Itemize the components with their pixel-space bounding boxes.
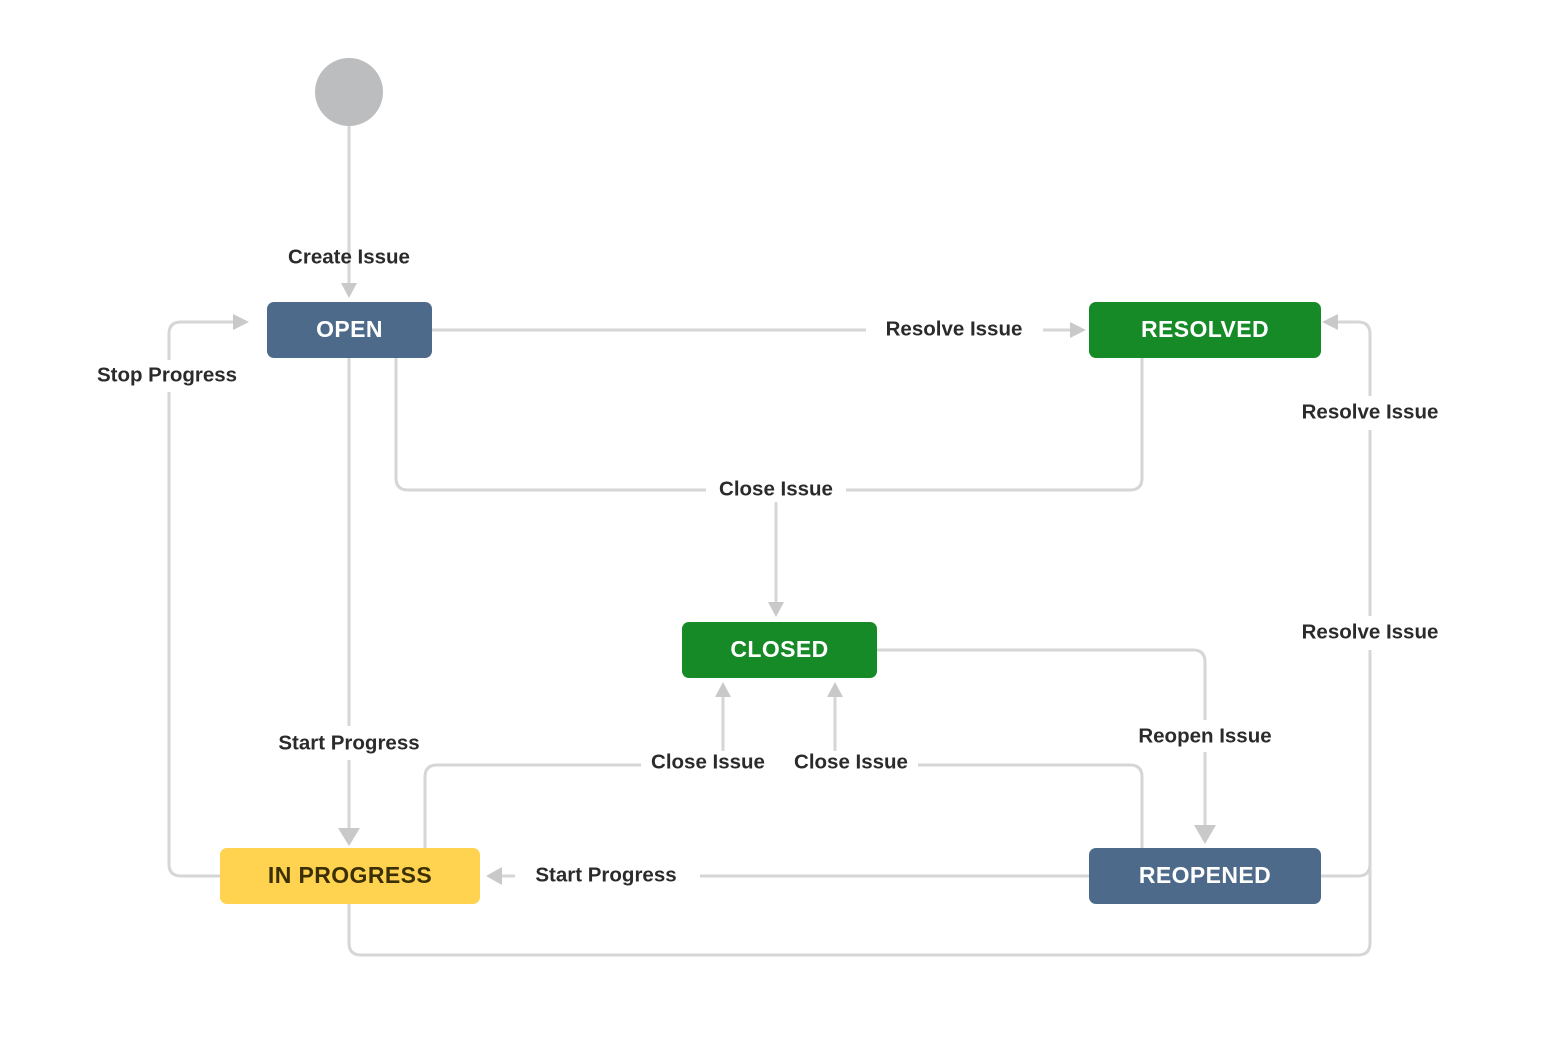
edge-reopen-issue[interactable] [877, 648, 1216, 844]
edge-resolve-issue-reopened[interactable] [1321, 314, 1372, 878]
node-open-rect[interactable] [267, 302, 432, 358]
edge-resolve-issue-open[interactable] [432, 322, 1086, 338]
edge-label-close-issue-open: Close Issue [719, 477, 833, 500]
edge-label-resolve-issue-inprogress: Resolve Issue [1302, 620, 1439, 643]
edge-label-close-issue-inprogress: Close Issue [651, 750, 765, 773]
edge-label-close-issue-reopened: Close Issue [794, 750, 908, 773]
node-closed-rect[interactable] [682, 622, 877, 678]
node-resolved-rect[interactable] [1089, 302, 1321, 358]
node-reopened-rect[interactable] [1089, 848, 1321, 904]
edge-label-layer: Create Issue Resolve Issue Close Issue S… [97, 245, 1438, 886]
edge-label-resolve-issue-open: Resolve Issue [886, 317, 1023, 340]
node-open[interactable]: OPEN [267, 302, 432, 358]
edge-close-issue-open[interactable] [394, 358, 1144, 617]
node-inprogress[interactable]: IN PROGRESS [220, 848, 480, 904]
edge-stop-progress[interactable] [167, 314, 249, 878]
edge-label-start-progress-open: Start Progress [278, 731, 419, 754]
node-closed[interactable]: CLOSED [682, 622, 877, 678]
edge-layer [167, 126, 1372, 957]
start-node[interactable] [315, 58, 383, 126]
edge-create-issue[interactable] [341, 126, 357, 298]
edge-label-create-issue: Create Issue [288, 245, 410, 268]
edge-start-progress-reopened[interactable] [486, 867, 1089, 885]
start-circle-icon [315, 58, 383, 126]
node-resolved[interactable]: RESOLVED [1089, 302, 1321, 358]
edge-resolve-issue-inprogress[interactable] [347, 650, 1372, 957]
edge-label-resolve-issue-reopened: Resolve Issue [1302, 400, 1439, 423]
node-inprogress-rect[interactable] [220, 848, 480, 904]
edge-label-stop-progress: Stop Progress [97, 363, 237, 386]
edge-label-start-progress-reopened: Start Progress [535, 863, 676, 886]
edge-start-progress-open[interactable] [338, 358, 360, 846]
edge-close-issue-inprogress[interactable] [423, 682, 731, 848]
edge-label-reopen-issue: Reopen Issue [1138, 724, 1271, 747]
node-reopened[interactable]: REOPENED [1089, 848, 1321, 904]
edge-close-issue-reopened[interactable] [827, 682, 1144, 848]
